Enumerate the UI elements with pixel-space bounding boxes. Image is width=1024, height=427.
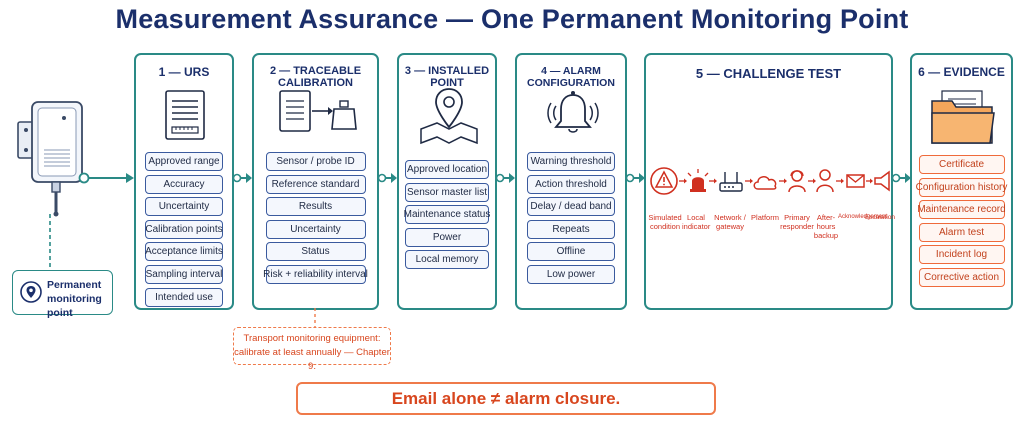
challenge-step-line1: Platform [751,213,779,222]
stage-alarm: 4 — ALARM CONFIGURATION Warning threshol… [515,53,627,310]
installed-item: Power [405,227,489,247]
calibration-item: Sensor / probe ID [265,152,366,171]
calibration-item: Uncertainty [265,219,366,239]
stage-alarm-title: 4 — ALARM CONFIGURATION [527,65,615,89]
stage-challenge-title: 5 — CHALLENGE TEST [695,66,842,81]
stage-installed: 3 — INSTALLED POINT Approved location Se… [397,53,497,310]
bell-icon [547,91,599,133]
challenge-step-line1: After-hours [816,213,836,231]
urs-item: Sampling interval [145,264,223,284]
installed-item: Approved location [405,160,489,179]
stage-calibration-title: 2 — TRACEABLE CALIBRATION [269,65,362,89]
transport-note-line1: Transport monitoring equipment: [243,333,381,344]
calibration-item: Risk + reliability interval [263,264,368,284]
challenge-step-line2: responder [780,222,814,231]
evidence-item: Alarm test [918,222,1005,242]
alarm-item: Delay / dead band [527,197,615,217]
monitoring-point-label-line1: Permanent [47,279,102,291]
calibration-item: Results [265,197,366,217]
alarm-item: Low power [527,264,615,284]
alarm-list: Warning threshold Action threshold Delay… [517,152,625,288]
urs-item: Accuracy [145,174,223,194]
challenge-step-line2: backup [813,231,839,240]
map-pin-icon [420,88,478,145]
stage-evidence-title: 6 — EVIDENCE [918,65,1005,79]
document-icon [165,90,205,140]
note-connector [314,308,316,328]
alarm-item: Offline [527,242,615,262]
evidence-list: Certificate Configuration history Mainte… [912,155,1011,291]
alarm-item: Action threshold [527,174,615,194]
challenge-step: Escalation [865,213,895,222]
evidence-item: Certificate [918,155,1005,174]
location-pin-icon [20,281,42,303]
monitoring-point-label-line2: monitoring point [47,293,102,319]
sensor-device-icon [17,101,83,217]
monitoring-point-label: Permanent monitoring point [47,278,112,320]
evidence-item: Corrective action [918,267,1005,287]
challenge-step-line1: Simulated [648,213,682,222]
alarm-closure-banner: Email alone ≠ alarm closure. [296,382,716,415]
urs-item: Approved range [145,152,223,171]
challenge-step: After-hours backup [809,213,843,240]
challenge-step-line1: Primary [784,213,810,222]
dashed-connector [49,214,51,272]
page-title: Measurement Assurance — One Permanent Mo… [115,4,909,34]
flow-arrow [626,173,645,183]
flow-arrow [496,173,515,183]
monitoring-point-box: Permanent monitoring point [12,270,113,319]
calibration-item: Reference standard [265,174,366,194]
challenge-step: Network / gateway [712,213,748,231]
transport-note: Transport monitoring equipment: calibrat… [233,327,391,372]
challenge-step-line1: Network / [714,213,746,222]
urs-list: Approved range Accuracy Uncertainty Cali… [136,152,232,310]
installed-item: Maintenance status [404,205,490,225]
installed-item: Local memory [405,250,489,270]
installed-list: Approved location Sensor master list Mai… [399,160,495,273]
challenge-step: Primary responder [780,213,814,231]
urs-item: Calibration points [145,219,223,239]
alarm-item: Warning threshold [527,152,615,171]
challenge-step-line2: gateway [716,222,744,231]
evidence-item: Configuration history [916,177,1007,197]
flow-arrow [233,173,252,183]
challenge-step: Acknowledgement [838,213,888,222]
stage-challenge: 5 — CHALLENGE TEST [644,53,895,310]
challenge-step-line2: condition [649,222,681,231]
evidence-item: Maintenance record [917,200,1006,220]
calibration-list: Sensor / probe ID Reference standard Res… [254,152,377,288]
challenge-step-line1: Local [687,213,705,222]
installed-item: Sensor master list [405,182,489,202]
device-connector [78,172,134,184]
challenge-step: Simulated condition [648,213,682,231]
challenge-step-line1: Escalation [865,214,895,221]
evidence-item: Incident log [918,245,1005,265]
urs-item: Acceptance limits [145,242,223,262]
urs-item: Uncertainty [145,197,223,217]
challenge-icons [650,167,890,195]
stage-installed-title: 3 — INSTALLED POINT [404,65,490,89]
alarm-item: Repeats [527,219,615,239]
stage-evidence: 6 — EVIDENCE Certificate Configuration h… [910,53,1013,310]
folder-icon [931,90,995,144]
flow-arrow [378,173,397,183]
stage-calibration: 2 — TRACEABLE CALIBRATION Sensor / probe… [252,53,379,310]
urs-item: Intended use [145,287,223,307]
calibration-item: Status [265,242,366,262]
challenge-step-line2: indicator [682,222,711,231]
transport-note-line2: calibrate at least annually — Chapter 9. [234,347,390,372]
challenge-step-line1: Acknowledgement [838,214,888,220]
challenge-step: Local indicator [682,213,710,231]
challenge-step: Platform [750,213,780,222]
calibration-weight-icon [279,90,357,132]
stage-urs-title: 1 — URS [158,65,210,79]
flow-arrow [892,173,911,183]
stage-urs: 1 — URS Approved range Accuracy Uncertai… [134,53,234,310]
